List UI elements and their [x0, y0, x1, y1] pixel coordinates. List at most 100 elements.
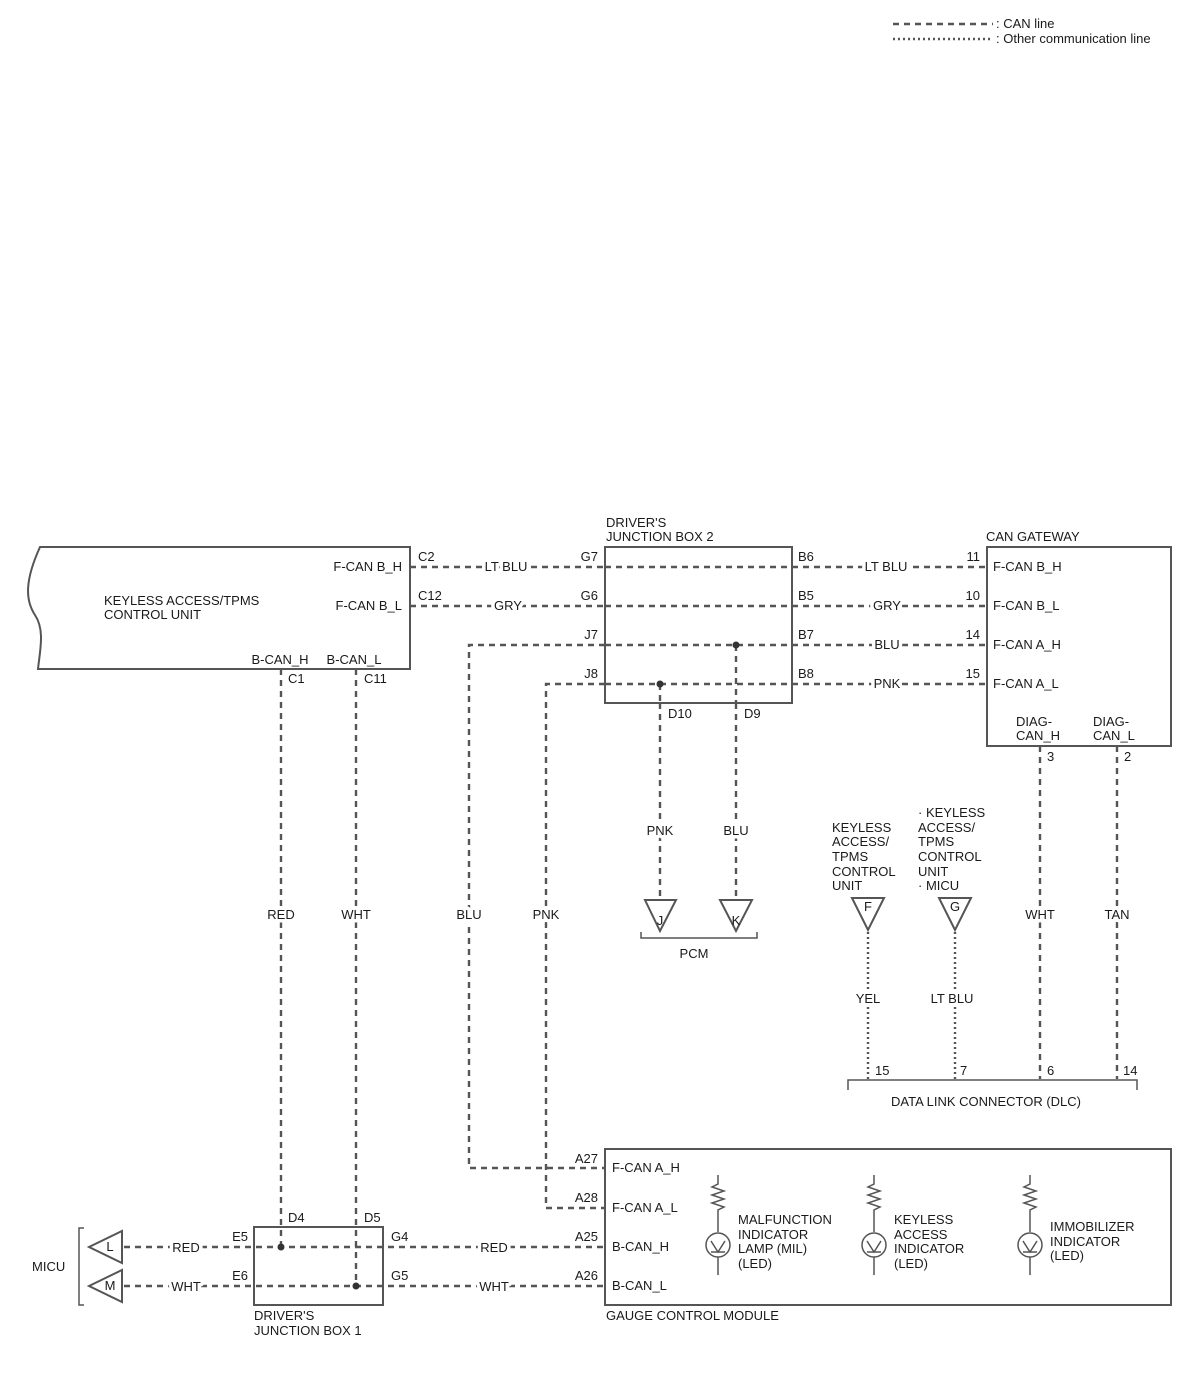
micu-bracket [78, 1227, 84, 1306]
gateway-pin-diagh-line1: DIAG- [1016, 714, 1052, 729]
gateway-terminal-3: 3 [1047, 749, 1054, 764]
connector-g: · KEYLESS ACCESS/ TPMS CONTROL UNIT · MI… [918, 805, 986, 933]
keyless-pin-fcanbl: F-CAN B_L [336, 598, 402, 613]
gauge-terminal-a28: A28 [575, 1190, 598, 1205]
jb2-terminal-b5: B5 [798, 588, 814, 603]
conn-f-letter: F [864, 899, 872, 914]
jb1-name-line1: DRIVER'S [254, 1308, 315, 1323]
gateway-pin-fcanah: F-CAN A_H [993, 637, 1061, 652]
gauge-outline [604, 1148, 1172, 1306]
pcm-connector-j [643, 899, 678, 934]
dlc-terminal-6: 6 [1047, 1063, 1054, 1078]
wire-label-wht-g5: WHT [479, 1279, 509, 1294]
immobilizer-label-line2: INDICATOR [1050, 1234, 1120, 1249]
gateway-outline [986, 546, 1172, 747]
conn-g-label-line6: · MICU [918, 878, 959, 893]
gauge-control-module: GAUGE CONTROL MODULE F-CAN A_H F-CAN A_L… [575, 1148, 1172, 1323]
wire-label-wht-3: WHT [1025, 907, 1055, 922]
jb2-name-line2: JUNCTION BOX 2 [606, 529, 714, 544]
mil-led-icon [705, 1175, 731, 1275]
wire-label-gry-b5: GRY [873, 598, 901, 613]
jb1-outline [253, 1226, 384, 1306]
jb2-terminal-j8: J8 [584, 666, 598, 681]
gateway-terminal-11: 11 [967, 549, 981, 564]
conn-f-label-line5: UNIT [832, 878, 862, 893]
gateway-pin-diagh-line2: CAN_H [1016, 728, 1060, 743]
wire-label-ltblu-b6: LT BLU [865, 559, 908, 574]
conn-g-label-line4: CONTROL [918, 849, 982, 864]
pcm: J K PCM [640, 899, 758, 961]
jb2-terminal-d10: D10 [668, 706, 692, 721]
micu: MICU L M [32, 1227, 123, 1306]
wires [124, 565, 1119, 1288]
mil-label-line2: INDICATOR [738, 1227, 808, 1242]
micu-name: MICU [32, 1259, 65, 1274]
keyless-terminal-c1: C1 [288, 671, 305, 686]
keyless-terminal-c12: C12 [418, 588, 442, 603]
wire-label-blu-b7: BLU [874, 637, 899, 652]
legend-can-line-label: : CAN line [996, 16, 1055, 31]
jb2-terminal-b6: B6 [798, 549, 814, 564]
keyless-pin-bcanl: B-CAN_L [327, 652, 382, 667]
wire-label-red-l: RED [172, 1240, 199, 1255]
jb1-terminal-d4: D4 [288, 1210, 305, 1225]
jb1-terminal-g4: G4 [391, 1229, 408, 1244]
immobilizer-label-line3: (LED) [1050, 1248, 1084, 1263]
gateway-pin-fcanbh: F-CAN B_H [993, 559, 1062, 574]
gateway-terminal-2: 2 [1124, 749, 1131, 764]
wire-label-wht-c11: WHT [341, 907, 371, 922]
wire-color-labels: LT BLU GRY LT BLU GRY BLU PNK PNK BLU RE… [168, 556, 1133, 1298]
conn-g-letter: G [950, 899, 960, 914]
jb1-name-line2: JUNCTION BOX 1 [254, 1323, 362, 1338]
micu-connector-m-label: M [105, 1278, 116, 1293]
jb2-splice-d10 [656, 680, 664, 688]
gauge-pin-fcanal: F-CAN A_L [612, 1200, 678, 1215]
conn-g-label-line1: · KEYLESS [918, 805, 986, 820]
gateway-pin-fcanbl: F-CAN B_L [993, 598, 1059, 613]
gateway-terminal-15: 15 [966, 666, 980, 681]
can-gateway: CAN GATEWAY F-CAN B_H F-CAN B_L F-CAN A_… [966, 529, 1172, 764]
wire-label-red-g4: RED [480, 1240, 507, 1255]
keyless-pin-bcanh: B-CAN_H [251, 652, 308, 667]
pcm-connector-k [718, 899, 754, 934]
dlc-terminal-7: 7 [960, 1063, 967, 1078]
jb1-splice-d4 [277, 1243, 285, 1251]
wire-label-wht-m: WHT [171, 1279, 201, 1294]
pcm-name: PCM [680, 946, 709, 961]
jb1-terminal-d5: D5 [364, 1210, 381, 1225]
wire-jb2-j8-to-gauge-a28 [544, 682, 605, 1210]
immobilizer-indicator-led-icon [1017, 1175, 1043, 1275]
gateway-terminal-10: 10 [966, 588, 980, 603]
drivers-junction-box-1: DRIVER'S JUNCTION BOX 1 D4 D5 E5 E6 G4 G… [232, 1210, 408, 1338]
micu-connector-l-label: L [106, 1239, 113, 1254]
keyless-indicator-led-icon [861, 1175, 887, 1275]
gateway-terminal-14: 14 [966, 627, 980, 642]
conn-f-label-line3: TPMS [832, 849, 868, 864]
wire-label-blu-d9: BLU [723, 823, 748, 838]
jb1-splice-d5 [352, 1282, 360, 1290]
jb2-splice-d9 [732, 641, 740, 649]
pcm-bracket [640, 932, 758, 939]
mil-label-line4: (LED) [738, 1256, 772, 1271]
wire-label-yel-f: YEL [856, 991, 881, 1006]
keyless-indicator-label-line2: ACCESS [894, 1227, 948, 1242]
keyless-access-tpms-control-unit: KEYLESS ACCESS/TPMS CONTROL UNIT F-CAN B… [27, 546, 442, 686]
gauge-pin-bcanh: B-CAN_H [612, 1239, 669, 1254]
wire-label-red-c1: RED [267, 907, 294, 922]
dlc-terminal-15: 15 [875, 1063, 889, 1078]
jb2-terminal-d9: D9 [744, 706, 761, 721]
wire-label-pnk-b8: PNK [874, 676, 901, 691]
jb2-terminal-b8: B8 [798, 666, 814, 681]
gateway-pin-diagl-line1: DIAG- [1093, 714, 1129, 729]
jb1-terminal-e6: E6 [232, 1268, 248, 1283]
keyless-unit-name-line2: CONTROL UNIT [104, 607, 201, 622]
gateway-name: CAN GATEWAY [986, 529, 1080, 544]
legend-other-line-label: : Other communication line [996, 31, 1151, 46]
keyless-indicator-label-line3: INDICATOR [894, 1241, 964, 1256]
mil-label-line1: MALFUNCTION [738, 1212, 832, 1227]
conn-f-label-line4: CONTROL [832, 864, 896, 879]
jb2-terminal-j7: J7 [584, 627, 598, 642]
conn-g-triangle [937, 897, 973, 933]
gauge-terminal-a25: A25 [575, 1229, 598, 1244]
